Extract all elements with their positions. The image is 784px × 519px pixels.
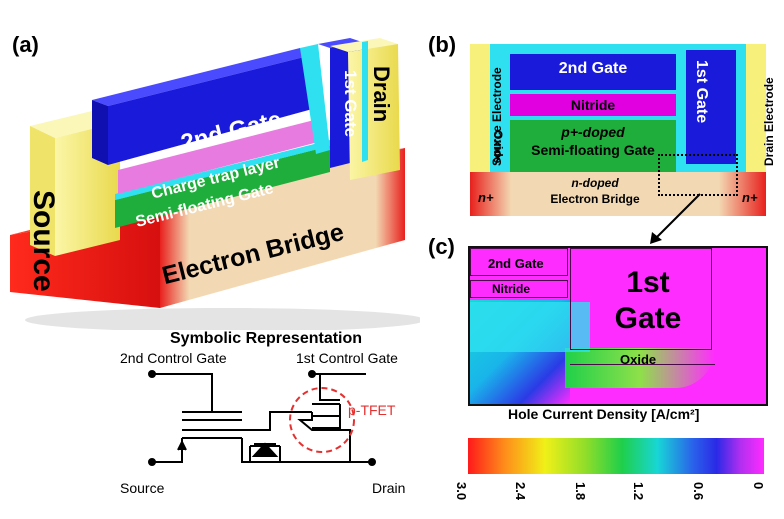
colorbar-tick-0: 3.0 <box>454 482 469 501</box>
panel-c-label: (c) <box>428 234 455 259</box>
bridge-front-face <box>160 148 405 308</box>
source-terminal-label: Source <box>120 480 165 496</box>
colorbar-title: Hole Current Density [A/cm²] <box>508 406 700 422</box>
charge-trap-block <box>118 117 326 194</box>
nitride-label-b: Nitride <box>570 97 616 113</box>
gate2-label-c: 2nd Gate <box>488 256 544 271</box>
panel-b-label: (b) <box>428 32 457 57</box>
n-plus-right: n+ <box>742 190 758 205</box>
panel-b-cross-section <box>470 44 766 216</box>
semi-floating-block <box>115 146 330 228</box>
semi-floating-line2-b: Semi-floating Gate <box>531 142 655 158</box>
colorbar-tick-2: 1.8 <box>573 482 588 501</box>
drain-block <box>348 44 400 180</box>
symbolic-title: Symbolic Representation <box>170 330 363 347</box>
bridge-line1-b: n-doped <box>571 176 619 190</box>
oxide-label-c: Oxide <box>620 352 657 367</box>
gate1-line2-c: Gate <box>614 302 682 335</box>
gate2-block <box>108 54 316 165</box>
colorbar-tick-5: 0 <box>751 482 766 490</box>
panel-c-simulation <box>468 246 768 406</box>
semi-floating-line1-b: p+-doped <box>561 124 625 140</box>
control-gate-1-label: 1st Control Gate <box>296 350 398 366</box>
nitride-label-c: Nitride <box>492 282 531 296</box>
panel-a-3d-device <box>10 38 420 330</box>
symbolic-circuit <box>148 370 376 466</box>
panel-a-label: (a) <box>12 32 39 57</box>
colorbar <box>468 438 764 474</box>
gate2-label-b: 2nd Gate <box>558 60 628 77</box>
bridge-line2-b: Electron Bridge <box>550 192 640 206</box>
colorbar-tick-4: 0.6 <box>691 482 706 501</box>
control-gate-2-label: 2nd Control Gate <box>120 350 227 366</box>
gate1-line1-c: 1st <box>626 266 670 299</box>
colorbar-tick-3: 1.2 <box>631 482 646 501</box>
drain-terminal-label: Drain <box>372 480 406 496</box>
n-plus-left: n+ <box>478 190 494 205</box>
colorbar-tick-1: 2.4 <box>513 482 528 501</box>
tfet-label: p-TFET <box>348 402 396 418</box>
